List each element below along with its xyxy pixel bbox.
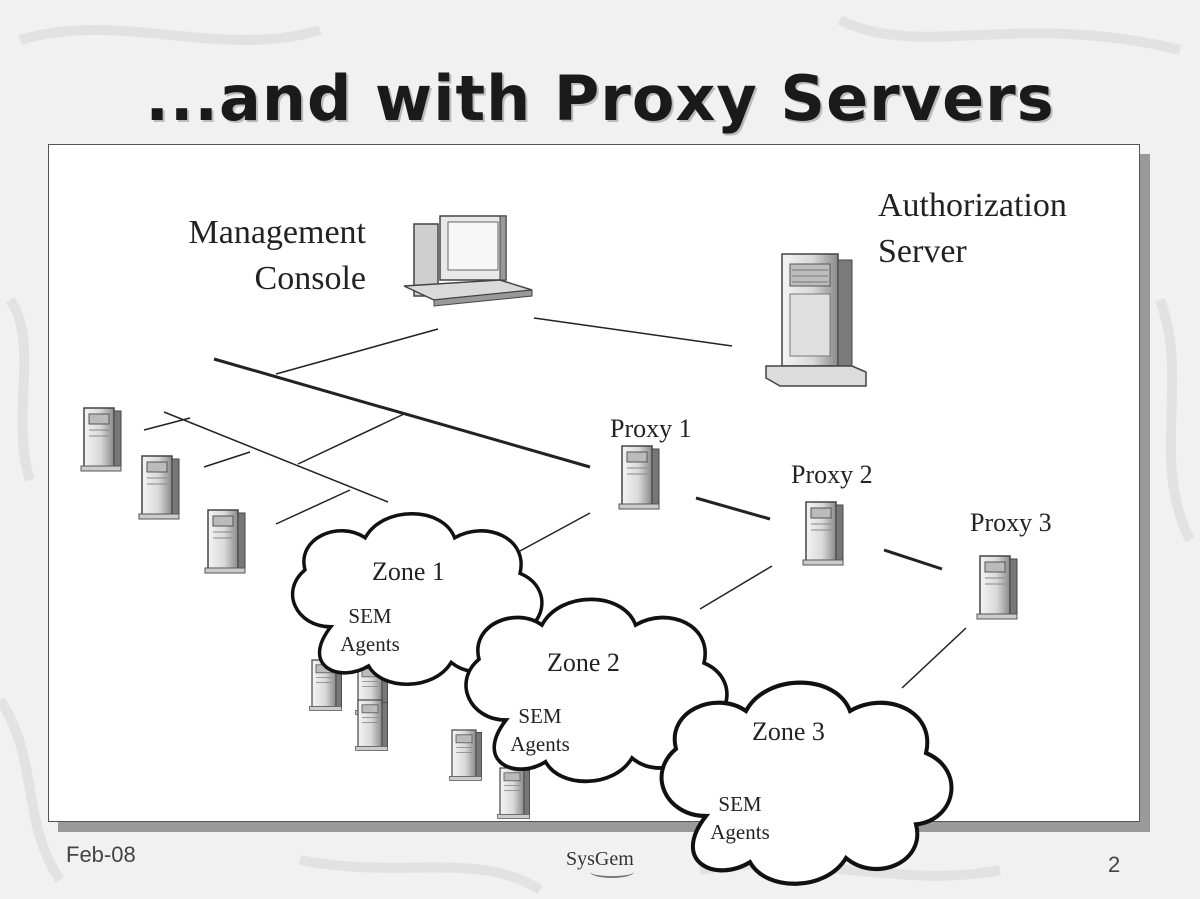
tower-server-icon bbox=[355, 699, 389, 752]
zone1-label: Zone 1 bbox=[372, 557, 445, 586]
zone2-label: Zone 2 bbox=[547, 648, 620, 677]
proxy1-label: Proxy 1 bbox=[610, 414, 692, 443]
logo-text: SysGem bbox=[566, 848, 634, 870]
branch-diagonal bbox=[163, 411, 389, 503]
tower-server-icon bbox=[204, 509, 246, 574]
proxy3-label: Proxy 3 bbox=[970, 508, 1052, 537]
proxy2-label: Proxy 2 bbox=[791, 460, 873, 489]
authorization-server-line2: Server bbox=[878, 233, 967, 270]
zone2-agents-line1: SEM bbox=[518, 704, 562, 728]
zone3-agents-label: SEM Agents bbox=[700, 790, 780, 846]
management-console-line2: Console bbox=[254, 260, 366, 297]
branch-2 bbox=[203, 451, 251, 468]
tower-server-icon bbox=[802, 501, 844, 566]
sysgem-logo: SysGem bbox=[566, 848, 634, 878]
branch-4 bbox=[275, 489, 351, 525]
tower-server-icon bbox=[80, 407, 122, 472]
backbone-line bbox=[213, 357, 591, 469]
zone1-agents-line2: Agents bbox=[340, 632, 400, 656]
management-console-label: Management Console bbox=[140, 210, 367, 302]
branch-3 bbox=[297, 413, 405, 465]
zone2-agents-line2: Agents bbox=[510, 732, 570, 756]
tower-server-icon bbox=[449, 729, 483, 782]
zone1-agents-label: SEM Agents bbox=[330, 602, 410, 658]
footer-date: Feb-08 bbox=[66, 842, 136, 867]
authorization-server-line1: Authorization bbox=[878, 187, 1067, 224]
zone3-agents-line2: Agents bbox=[710, 820, 770, 844]
slide-title: ...and with Proxy Servers bbox=[145, 62, 1055, 135]
tower-server-icon bbox=[618, 445, 660, 510]
branch-1 bbox=[143, 417, 191, 431]
link-zone3 bbox=[901, 627, 967, 689]
link-proxy1-proxy2 bbox=[695, 496, 771, 521]
tower-server-icon bbox=[138, 455, 180, 520]
desktop-computer-icon bbox=[403, 215, 533, 307]
tower-server-icon bbox=[976, 555, 1018, 620]
tower-server-icon bbox=[765, 253, 867, 387]
link-auth bbox=[533, 317, 733, 347]
tower-server-icon bbox=[497, 767, 531, 820]
zone2-agents-label: SEM Agents bbox=[500, 702, 580, 758]
page-number: 2 bbox=[1108, 852, 1121, 877]
zone3-label: Zone 3 bbox=[752, 717, 825, 746]
logo-swoosh bbox=[590, 866, 634, 878]
zone1-agents-line1: SEM bbox=[348, 604, 392, 628]
link-console bbox=[275, 328, 439, 375]
zone3-agents-line1: SEM bbox=[718, 792, 762, 816]
link-zone1 bbox=[519, 512, 591, 552]
link-zone2 bbox=[699, 565, 773, 610]
link-proxy2-proxy3 bbox=[883, 548, 943, 571]
authorization-server-label: Authorization Server bbox=[878, 183, 1118, 275]
management-console-line1: Management bbox=[188, 214, 367, 251]
